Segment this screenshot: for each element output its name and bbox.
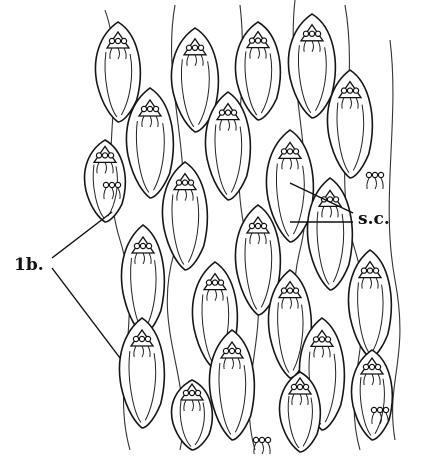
cell — [288, 14, 335, 118]
lb-pointer-lines — [52, 212, 120, 358]
spore-cluster — [366, 172, 383, 189]
cell — [172, 380, 213, 450]
cell — [348, 250, 391, 358]
cell — [85, 140, 126, 222]
spore-cluster — [253, 437, 270, 454]
label-lb: 1b. — [14, 255, 44, 275]
cell — [162, 162, 207, 270]
cell — [119, 318, 164, 428]
cell-group — [85, 14, 393, 452]
label-sc: s.c. — [358, 209, 390, 229]
